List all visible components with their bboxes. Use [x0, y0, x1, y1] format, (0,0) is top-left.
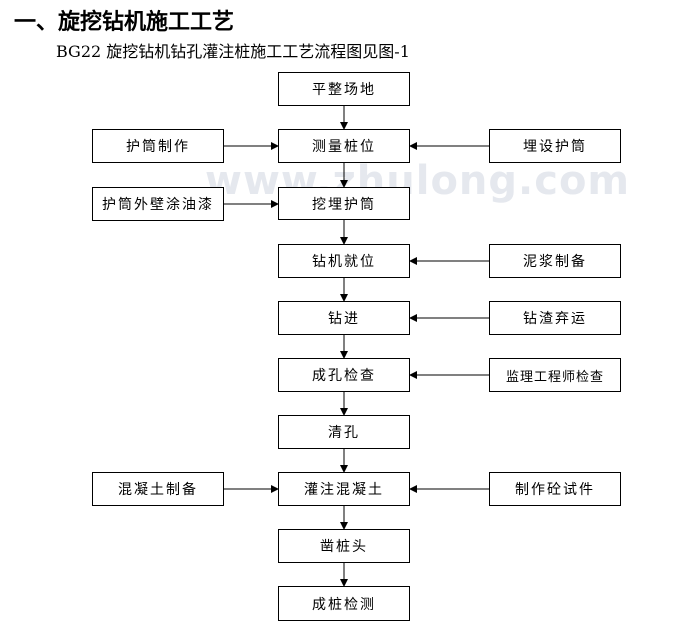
- step-pour-concrete: 灌注混凝土: [278, 472, 410, 506]
- watermark: www.zhulong.com: [205, 158, 631, 204]
- step-hole-inspection: 成孔检查: [278, 358, 410, 392]
- input-casing-coating: 护筒外壁涂油漆: [92, 187, 224, 221]
- input-concrete-test-specimens: 制作砼试件: [489, 472, 621, 506]
- step-hole-cleaning: 清孔: [278, 415, 410, 449]
- step-level-site: 平整场地: [278, 72, 410, 106]
- input-spoil-removal: 钻渣弃运: [489, 301, 621, 335]
- step-drilling: 钻进: [278, 301, 410, 335]
- input-slurry-preparation: 泥浆制备: [489, 244, 621, 278]
- input-supervisor-inspection: 监理工程师检查: [489, 358, 621, 392]
- input-install-casing: 埋设护筒: [489, 129, 621, 163]
- step-chip-pile-head: 凿桩头: [278, 529, 410, 563]
- input-concrete-preparation: 混凝土制备: [92, 472, 224, 506]
- step-embed-casing: 挖埋护筒: [278, 187, 410, 220]
- step-pile-testing: 成桩检测: [278, 586, 410, 621]
- figure-caption: BG22 旋挖钻机钻孔灌注桩施工工艺流程图见图-1: [56, 42, 410, 61]
- section-heading: 一、旋挖钻机施工工艺: [14, 10, 235, 35]
- input-casing-fabrication: 护筒制作: [92, 129, 224, 163]
- step-rig-in-position: 钻机就位: [278, 244, 410, 278]
- step-survey-pile-position: 测量桩位: [278, 129, 410, 163]
